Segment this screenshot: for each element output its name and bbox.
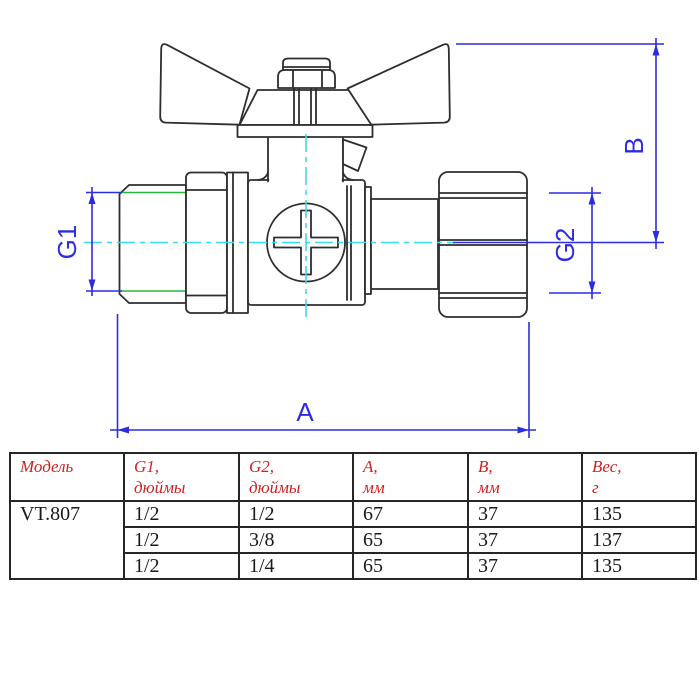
stem-cap <box>282 57 331 71</box>
header-line1: G1, <box>134 457 160 476</box>
dimension-g2: G2 <box>549 187 601 299</box>
arrow-down-icon <box>588 281 596 293</box>
cell-g1: 1/2 <box>123 500 240 528</box>
arrow-up-icon <box>652 44 660 56</box>
dimensions: G1 G2 B <box>52 38 664 438</box>
col-header-weight: Вес, г <box>581 452 697 502</box>
dimension-label-a: A <box>296 397 314 427</box>
cell-g1: 1/2 <box>123 552 240 580</box>
cell-weight: 137 <box>581 526 697 554</box>
cell-weight: 135 <box>581 552 697 580</box>
spec-table: Модель G1, дюймы G2, дюймы A, мм B, мм В… <box>9 452 697 580</box>
header-line2: мм <box>363 478 385 497</box>
valve-technical-drawing: G1 G2 B <box>52 38 664 438</box>
cell-g2: 3/8 <box>238 526 354 554</box>
arrow-down-icon <box>88 279 96 291</box>
cell-b: 37 <box>467 500 583 528</box>
header-line2: дюймы <box>249 478 301 497</box>
col-header-a: A, мм <box>352 452 469 502</box>
dimension-label-g2: G2 <box>550 228 580 263</box>
table-row: 1/2 3/8 65 37 137 <box>10 526 697 554</box>
male-thread-stub <box>118 184 187 304</box>
handle-right-wing <box>346 43 451 126</box>
cell-g2: 1/4 <box>238 552 354 580</box>
header-line2: дюймы <box>134 478 186 497</box>
header-line1: Вес, <box>592 457 622 476</box>
dimension-label-b: B <box>619 137 649 154</box>
handle-left-wing <box>159 43 251 126</box>
centerlines <box>84 134 455 318</box>
cell-b: 37 <box>467 526 583 554</box>
header-line1: G2, <box>249 457 275 476</box>
col-header-model: Модель <box>9 452 125 502</box>
col-header-g2: G2, дюймы <box>238 452 354 502</box>
header-line2: г <box>592 478 599 497</box>
table-row: VT.807 1/2 1/2 67 37 135 <box>9 500 697 580</box>
cell-a: 65 <box>352 526 469 554</box>
thread-lines <box>121 191 185 292</box>
header-line1: A, <box>363 457 378 476</box>
col-header-g1: G1, дюймы <box>123 452 240 502</box>
header-row: Модель G1, дюймы G2, дюймы A, мм B, мм В… <box>9 452 697 502</box>
cell-g1: 1/2 <box>123 526 240 554</box>
dimension-a: A <box>110 314 536 438</box>
butterfly-handle <box>159 43 451 138</box>
handle-stop-tab <box>342 138 368 172</box>
cell-g2: 1/2 <box>238 500 354 528</box>
cell-a: 67 <box>352 500 469 528</box>
header-line2: мм <box>478 478 500 497</box>
arrow-right-icon <box>517 426 529 434</box>
arrow-up-icon <box>88 192 96 204</box>
dimension-b: B <box>453 38 664 249</box>
cell-weight: 135 <box>581 500 697 528</box>
col-header-b: B, мм <box>467 452 583 502</box>
table-row: 1/2 1/4 65 37 135 <box>10 552 697 580</box>
valve-neck <box>257 136 368 183</box>
dimension-label-g1: G1 <box>52 225 82 260</box>
cell-b: 37 <box>467 552 583 580</box>
arrow-down-icon <box>652 231 660 243</box>
handle-flange <box>236 124 374 138</box>
arrow-left-icon <box>117 426 129 434</box>
arrow-up-icon <box>588 193 596 205</box>
body-tail <box>370 198 439 290</box>
stem-hex-nut <box>277 69 336 89</box>
dimension-g1: G1 <box>52 187 122 296</box>
handle-hub <box>238 89 373 126</box>
cell-a: 65 <box>352 552 469 580</box>
header-line1: B, <box>478 457 493 476</box>
cell-model: VT.807 <box>9 500 125 580</box>
header-line1: Модель <box>20 457 74 476</box>
